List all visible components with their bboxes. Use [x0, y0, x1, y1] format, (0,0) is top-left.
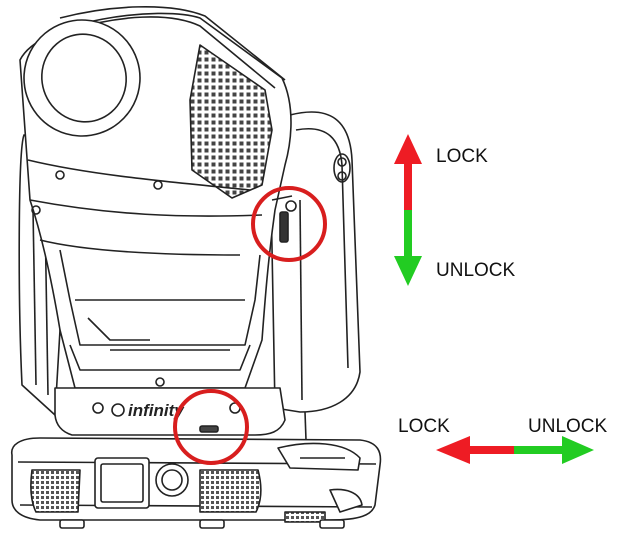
unlock-arrow-head: [394, 256, 422, 286]
tilt-lock-highlight-circle: [251, 186, 327, 262]
lock-arrow-shaft: [468, 446, 514, 454]
pan-lock-label: LOCK: [398, 416, 450, 437]
tilt-lock-knob: [271, 195, 297, 243]
pan-lock-slider: [199, 425, 219, 433]
fixture-base: [11, 437, 382, 529]
base-vent-left: [30, 469, 81, 513]
base-vent-right: [199, 469, 262, 513]
fixture-head: [19, 5, 292, 389]
fixture-drawing: infinity: [11, 5, 382, 529]
lock-arrow-head: [394, 134, 422, 164]
unlock-arrow-head: [562, 436, 594, 464]
screw: [55, 170, 65, 180]
control-knob: [155, 463, 189, 497]
unlock-arrow-shaft: [404, 210, 412, 258]
base-foot: [319, 519, 345, 529]
screw: [153, 180, 163, 190]
brand-logo-text: infinity: [128, 401, 185, 420]
tilt-lock-label: LOCK: [436, 146, 488, 167]
yoke-crossbar: infinity: [54, 387, 286, 436]
tilt-lock-arrow: [394, 134, 422, 286]
screw: [155, 377, 165, 387]
screw: [31, 205, 41, 215]
yoke-logo-emblem: [333, 153, 351, 183]
pan-lock-arrow: [436, 436, 594, 464]
lens-inner-ring: [41, 33, 127, 123]
base-foot: [199, 519, 225, 529]
unlock-arrow-shaft: [514, 446, 564, 454]
pan-unlock-label: UNLOCK: [528, 416, 608, 437]
lcd-display: [94, 457, 150, 509]
lock-arrow-shaft: [404, 160, 412, 210]
tilt-unlock-label: UNLOCK: [436, 260, 516, 281]
base-foot: [59, 519, 85, 529]
lock-arrow-head: [436, 436, 470, 464]
pan-lock-highlight-circle: [173, 389, 249, 465]
head-vent-grill: [189, 44, 273, 199]
base-handle: [277, 442, 361, 471]
